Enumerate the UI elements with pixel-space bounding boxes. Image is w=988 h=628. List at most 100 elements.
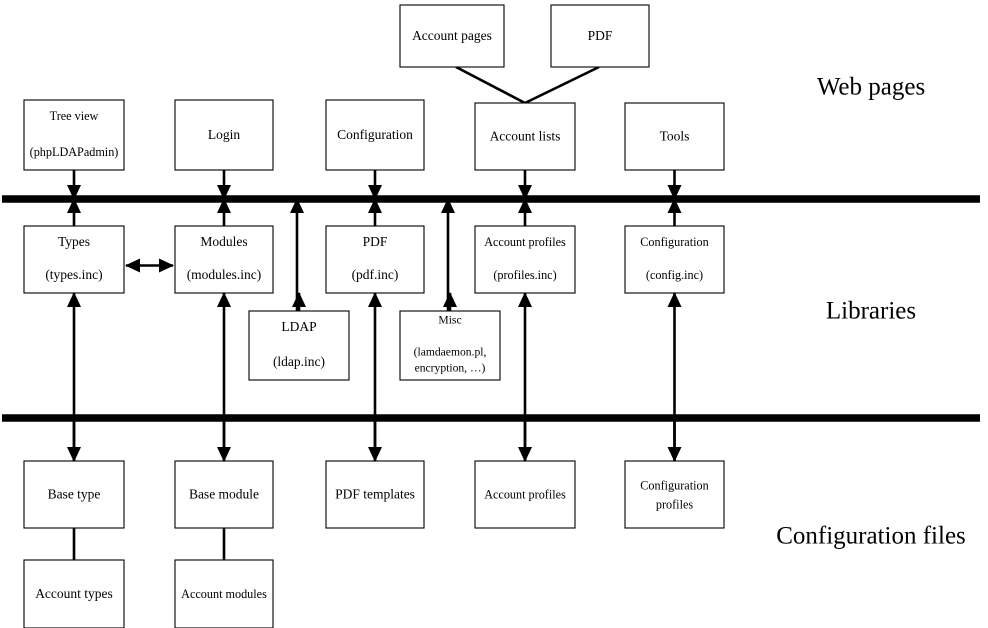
- node-modules-lib-box[interactable]: [174, 225, 274, 294]
- node-types-lib-box[interactable]: [23, 225, 125, 294]
- node-pdf-templates[interactable]: PDF templates: [325, 460, 425, 529]
- node-ldap-lib-box[interactable]: [248, 310, 350, 381]
- node-configuration-profiles-sublabel: profiles: [656, 497, 693, 511]
- node-account-modules-box[interactable]: [174, 559, 274, 628]
- node-base-module-label: Base module: [189, 487, 259, 502]
- node-types-lib[interactable]: Types (types.inc): [23, 225, 125, 294]
- node-account-profiles-lib[interactable]: Account profiles (profiles.inc): [474, 225, 576, 294]
- node-account-lists[interactable]: Account lists: [474, 102, 576, 171]
- conn-bus2-to-configuration-profiles-head: [667, 447, 682, 462]
- conn-ldap-to-bus1-arrowhead: [290, 198, 304, 213]
- node-ldap-lib[interactable]: LDAP(ldap.inc): [248, 310, 350, 381]
- node-misc-lib-box[interactable]: [399, 310, 501, 381]
- node-types-lib-sublabel: (types.inc): [45, 267, 102, 282]
- node-misc-lib[interactable]: Misc(lamdaemon.pl,encryption, …): [399, 310, 501, 381]
- conn-configuration-lib-to-bus1-head: [667, 198, 682, 213]
- node-account-modules[interactable]: Account modules: [174, 559, 274, 628]
- node-pdf-lib-box[interactable]: [325, 225, 425, 294]
- node-pdf-page[interactable]: PDF: [550, 4, 650, 68]
- conn-configuration-profiles-to-lib-arrowhead: [667, 292, 682, 307]
- conn-pdf-lib-to-bus1-head: [368, 198, 382, 213]
- node-configuration-lib[interactable]: Configuration(config.inc): [624, 225, 725, 294]
- node-configuration-profiles-box[interactable]: [624, 460, 725, 529]
- node-account-profiles-files[interactable]: Account profiles: [474, 460, 576, 529]
- conn-base-type-to-types-head: [67, 292, 81, 307]
- conn-bus2-to-pdf-templates-head: [368, 447, 382, 462]
- node-account-lists-box[interactable]: [474, 102, 576, 171]
- node-ldap-lib-label: LDAP: [281, 319, 316, 334]
- node-tools[interactable]: Tools: [624, 102, 725, 171]
- node-misc-lib-sublabel-line2: encryption, …): [415, 362, 486, 375]
- conn-account-pages-to-account-lists-segment: [455, 65, 526, 105]
- node-base-module-box[interactable]: [174, 460, 274, 529]
- node-tree-view-box[interactable]: [23, 99, 125, 171]
- conn-login-to-bus1-head: [217, 185, 231, 200]
- node-pdf-page-box[interactable]: [550, 4, 650, 68]
- node-pdf-lib[interactable]: PDF(pdf.inc): [325, 225, 425, 294]
- node-modules-lib-label: Modules: [200, 234, 247, 249]
- node-pdf-page-label: PDF: [588, 28, 613, 43]
- conn-ldap-to-modules-arrowhead: [292, 292, 306, 307]
- conn-account-profiles-to-bus1-arrowhead: [518, 198, 532, 213]
- node-account-profiles-lib-sublabel: (profiles.inc): [493, 268, 556, 282]
- node-types-lib-label: Types: [58, 234, 90, 249]
- node-account-types-box[interactable]: [23, 559, 125, 628]
- section-label-web-pages: Web pages: [817, 74, 925, 101]
- conn-types-modules-bidirectional-arrowhead-left: [125, 258, 140, 273]
- conn-account-lists-to-bus1-head: [518, 185, 532, 200]
- conn-configuration-profiles-to-lib-head: [667, 292, 682, 307]
- node-account-types-label: Account types: [35, 586, 113, 601]
- node-account-pages[interactable]: Account pages: [399, 4, 505, 68]
- node-configuration-page-label: Configuration: [337, 127, 413, 142]
- conn-pdf-templates-to-pdf-lib-head: [368, 292, 382, 307]
- conn-configuration-page-to-bus1-arrowhead: [368, 185, 382, 200]
- node-account-types[interactable]: Account types: [23, 559, 125, 628]
- node-login-box[interactable]: [174, 99, 274, 171]
- conn-misc-to-pdf-lib-arrowhead: [443, 292, 457, 307]
- conn-bus2-to-configuration-profiles-arrowhead: [667, 447, 682, 462]
- conn-modules-to-bus1-arrowhead: [217, 198, 231, 213]
- node-account-profiles-files-label: Account profiles: [484, 487, 566, 501]
- node-base-type[interactable]: Base type: [23, 460, 125, 529]
- conn-account-profiles-to-bus1-head: [518, 198, 532, 213]
- conn-pdf-lib-to-bus1-arrowhead: [368, 198, 382, 213]
- conn-types-to-bus1-head: [67, 198, 81, 213]
- node-pdf-templates-box[interactable]: [325, 460, 425, 529]
- node-configuration-page[interactable]: Configuration: [325, 99, 425, 171]
- conn-account-lists-to-bus1-arrowhead: [518, 185, 532, 200]
- section-label-configuration-files: Configuration files: [776, 523, 966, 550]
- node-tree-view-label: Tree view: [50, 109, 99, 123]
- node-tools-box[interactable]: [624, 102, 725, 171]
- conn-tools-to-bus1-head: [667, 185, 682, 200]
- node-account-profiles-files-box[interactable]: [474, 460, 576, 529]
- node-configuration-profiles-label: Configuration: [640, 478, 708, 492]
- node-account-profiles-lib-box[interactable]: [474, 225, 576, 294]
- conn-pdf-page-to-account-lists-segment: [524, 65, 600, 105]
- node-configuration-lib-label: Configuration: [640, 235, 708, 249]
- node-account-modules-label: Account modules: [181, 587, 267, 601]
- conn-types-modules-bidirectional-arrowhead-right: [159, 258, 174, 273]
- conn-misc-to-pdf-lib-head: [443, 292, 457, 307]
- node-account-profiles-lib-label: Account profiles: [484, 235, 566, 249]
- conn-pdf-page-to-account-lists: [524, 65, 600, 105]
- conn-configuration-page-to-bus1-head: [368, 185, 382, 200]
- node-base-module[interactable]: Base module: [174, 460, 274, 529]
- node-tree-view[interactable]: Tree view(phpLDAPadmin): [23, 99, 125, 171]
- conn-configuration-lib-to-bus1-arrowhead: [667, 198, 682, 213]
- conn-base-module-to-modules-head: [217, 292, 231, 307]
- node-modules-lib[interactable]: Modules(modules.inc): [174, 225, 274, 294]
- node-tools-label: Tools: [660, 129, 690, 144]
- conn-bus2-to-account-profiles-arrowhead: [518, 447, 532, 462]
- conn-tree-view-to-bus1-arrowhead: [67, 185, 81, 200]
- node-configuration-profiles[interactable]: Configuration profiles: [624, 460, 725, 529]
- node-layer: Account pages PDF Tree view(phpLDAPadmin) L…: [23, 4, 725, 628]
- conn-account-pages-to-account-lists: [455, 65, 526, 105]
- node-account-pages-box[interactable]: [399, 4, 505, 68]
- arrowhead-layer: [67, 185, 682, 462]
- node-configuration-page-box[interactable]: [325, 99, 425, 171]
- conn-account-profiles-files-to-lib-arrowhead: [518, 292, 532, 307]
- node-login[interactable]: Login: [174, 99, 274, 171]
- conn-ldap-to-modules-head: [292, 292, 306, 307]
